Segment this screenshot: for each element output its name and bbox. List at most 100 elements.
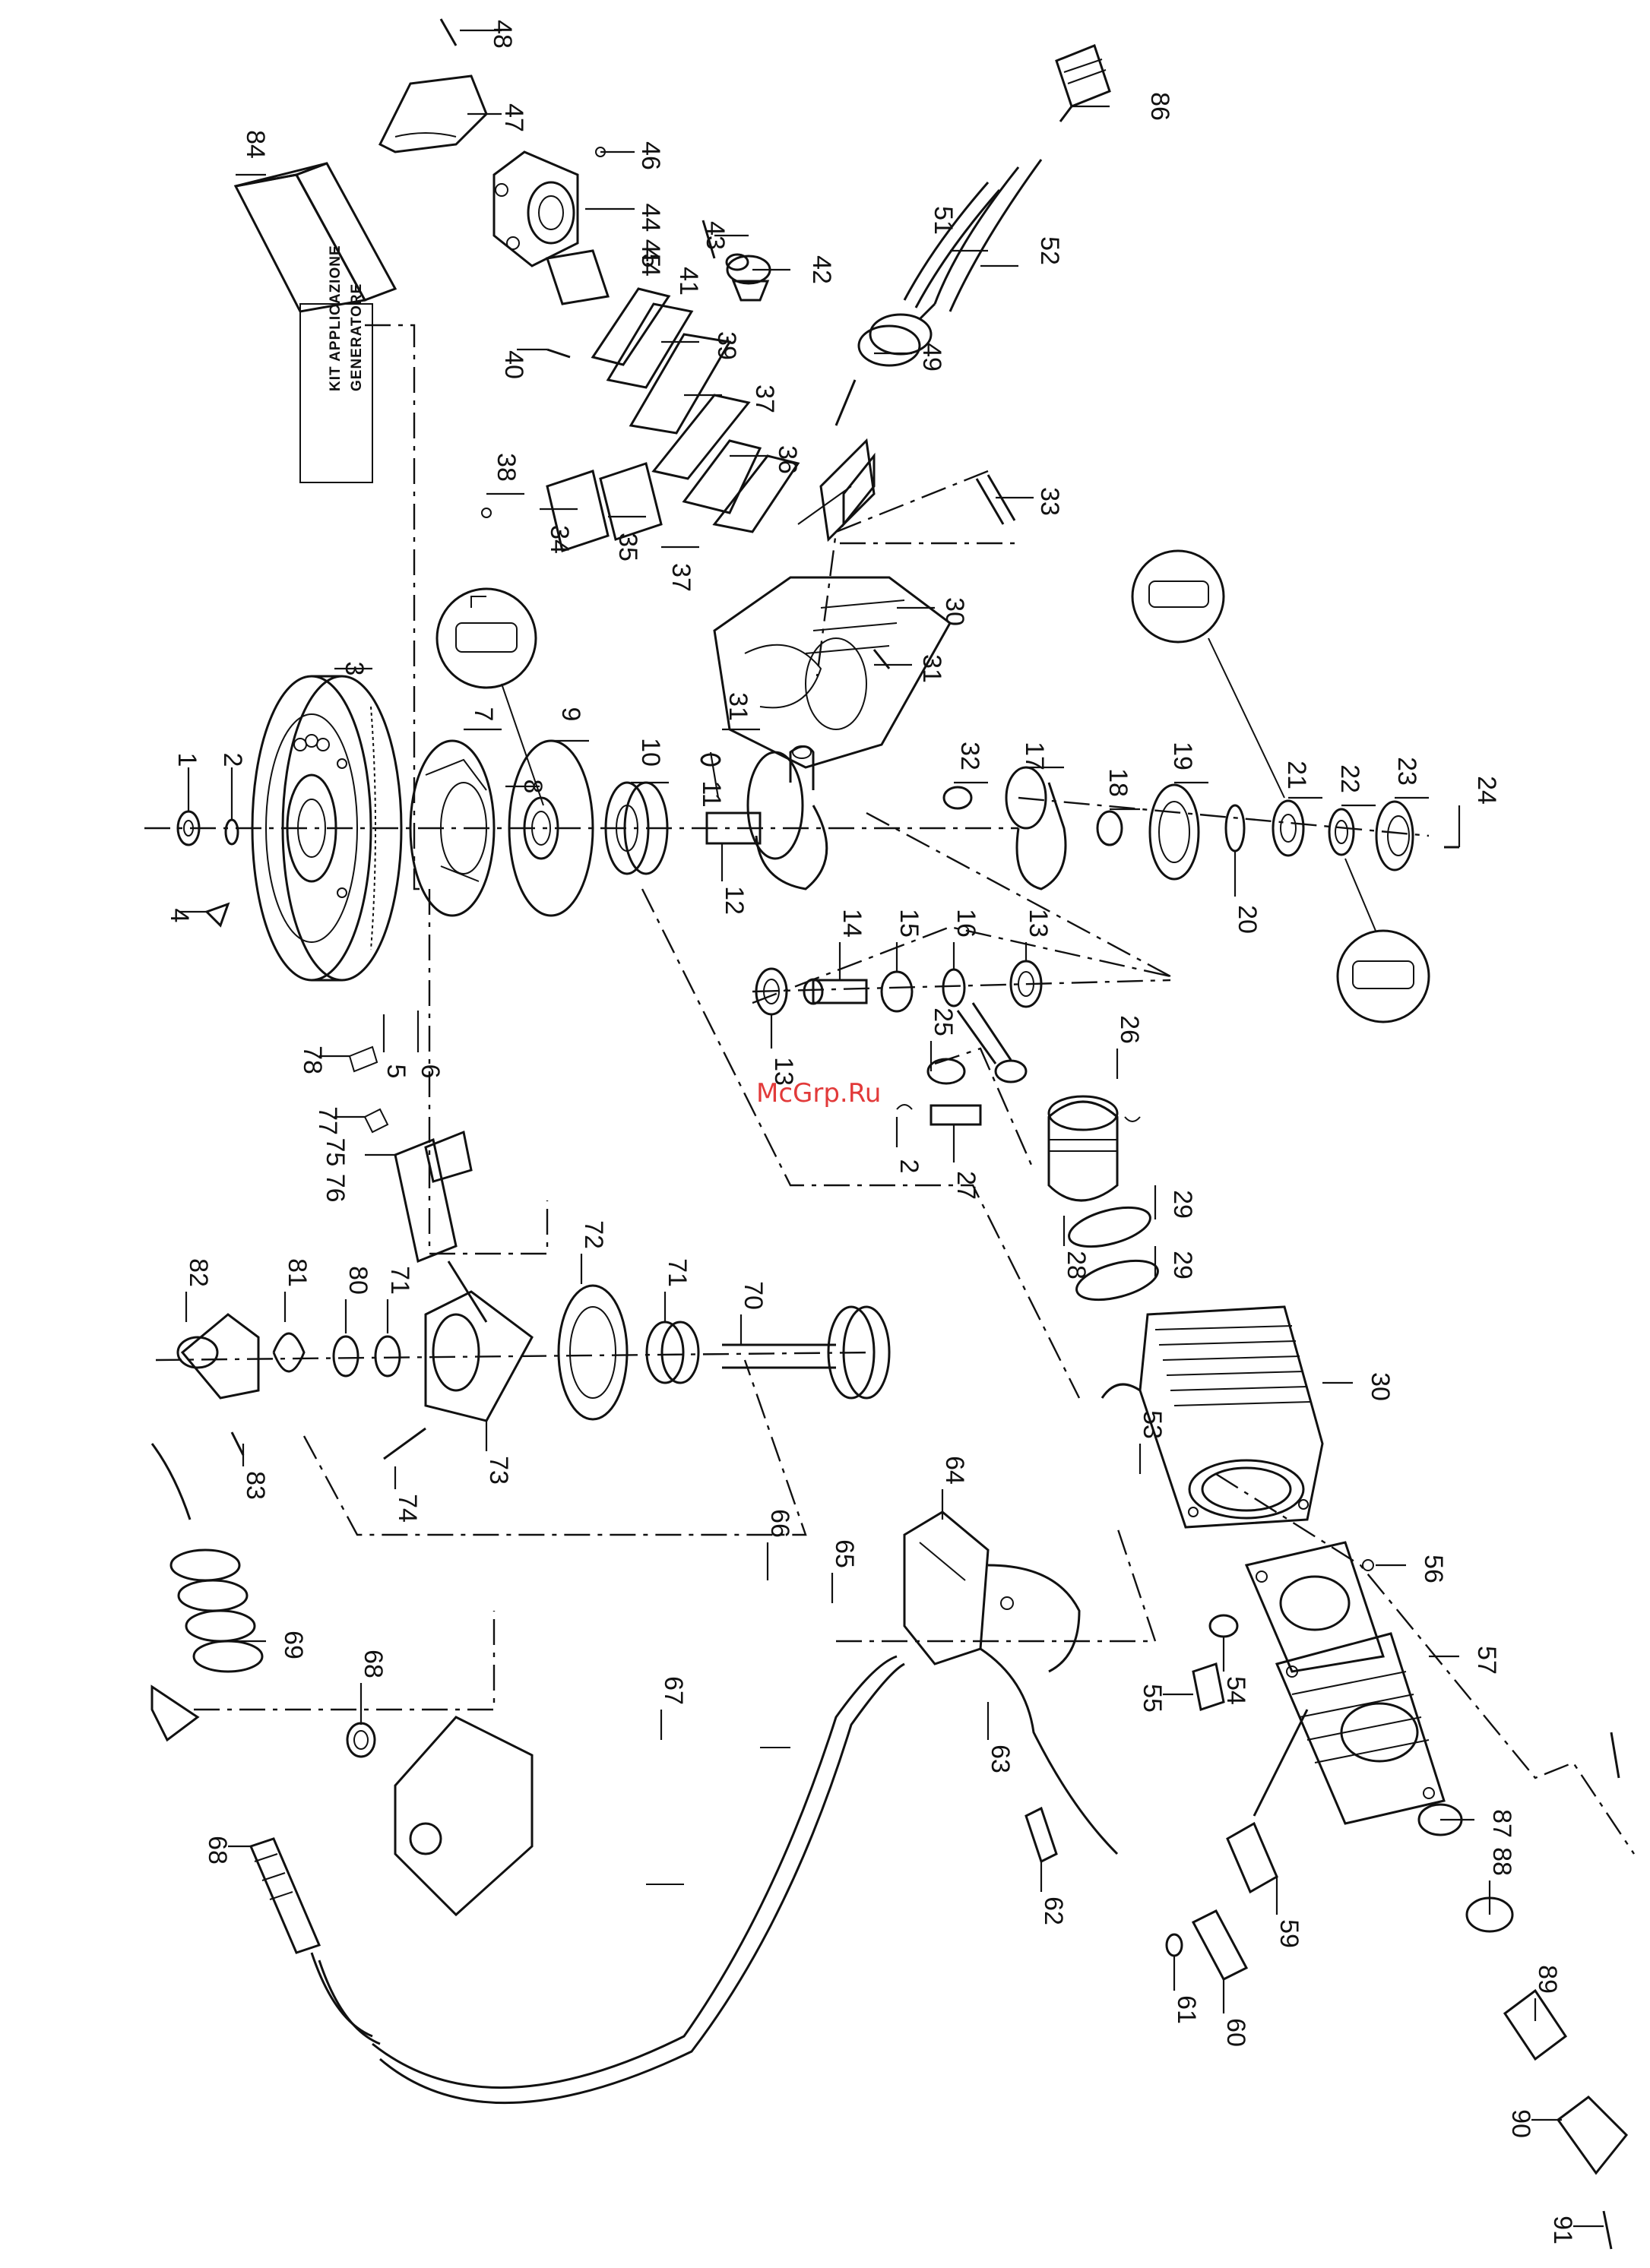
part-number-label: 23 <box>1392 757 1421 786</box>
warning-triangle-icon <box>204 902 230 928</box>
carburetor <box>492 150 610 305</box>
part-number-label: 6 <box>416 1064 445 1079</box>
part-number-label: 56 <box>1419 1555 1448 1583</box>
part-number-label: 35 <box>613 533 642 561</box>
part-number-label: 90 <box>1506 2109 1535 2138</box>
seal-detail-callout <box>435 587 544 806</box>
part-number-label: 47 <box>499 103 528 132</box>
control-cables <box>372 1655 905 2104</box>
flywheel <box>251 675 403 982</box>
spark-plug <box>1025 1709 1309 1981</box>
part-number-label: 12 <box>720 886 749 915</box>
part-number-label: 37 <box>667 563 695 592</box>
part-number-label: 65 <box>830 1539 859 1568</box>
part-number-label: 54 <box>1221 1676 1250 1705</box>
part-number-label: 64 <box>940 1456 969 1485</box>
part-number-label: 73 <box>484 1456 513 1485</box>
part-number-label: 31 <box>917 654 946 683</box>
cylinder-head <box>1275 1632 1446 1825</box>
part-number-label: 80 <box>344 1266 372 1295</box>
part-number-label: 36 <box>773 445 802 474</box>
part-number-label: 42 <box>807 255 836 284</box>
part-number-label: 17 <box>1020 742 1049 770</box>
engine-mount-plate <box>346 1716 534 1917</box>
part-number-label: 82 <box>184 1258 213 1287</box>
part-number-label: 5 <box>382 1064 410 1079</box>
part-number-label: 68 <box>203 1836 232 1865</box>
part-number-label: 53 <box>1138 1410 1167 1439</box>
crank-half-right <box>942 766 1459 890</box>
leader-lines <box>179 29 1604 2228</box>
piston <box>896 1095 1159 1302</box>
part-number-label: 8 <box>518 780 547 794</box>
part-number-label: 78 <box>298 1045 327 1074</box>
part-number-label: 77 <box>313 1106 342 1135</box>
part-number-label: 86 <box>1145 92 1174 121</box>
part-number-label: 10 <box>636 738 665 767</box>
part-number-label: 30 <box>1366 1372 1395 1401</box>
part-number-label: 24 <box>1472 776 1501 805</box>
ignition-module <box>903 1510 1119 1855</box>
part-number-label: 29 <box>1168 1190 1197 1219</box>
part-number-label: 75 76 <box>321 1137 350 1202</box>
part-number-label: 62 <box>1039 1896 1068 1925</box>
connecting-rod-group <box>755 960 1043 1085</box>
part-number-label: 7 <box>469 707 498 722</box>
part-number-label: 22 <box>1335 764 1364 793</box>
part-number-label: 71 <box>385 1266 414 1295</box>
kit-box-label-line2: GENERATORE <box>349 283 365 391</box>
spark-plug-cap-68 <box>249 1837 381 2045</box>
part-number-label: 19 <box>1168 742 1197 770</box>
part-number-label: 84 <box>241 130 270 159</box>
part-number-label: 70 <box>739 1281 768 1310</box>
stator-plate <box>409 739 496 917</box>
part-number-label: 74 <box>393 1494 422 1523</box>
part-number-label: 72 <box>579 1220 608 1249</box>
part-number-label: 34 <box>545 525 574 554</box>
part-number-label: 4 <box>165 909 194 923</box>
part-number-label: 57 <box>1472 1646 1501 1675</box>
watermark: McGrp.Ru <box>756 1078 881 1109</box>
part-number-label: 33 <box>1035 487 1064 516</box>
part-number-label: 13 <box>1024 909 1053 938</box>
part-number-label: 59 <box>1275 1919 1303 1948</box>
part-number-label: 1 <box>173 753 201 767</box>
reed-valve-stack <box>546 287 876 552</box>
part-number-labels: 48 47 84 46 86 44 45 43 42 44 41 51 52 4… <box>165 20 1577 2244</box>
part-number-label: 9 <box>556 707 585 722</box>
part-number-label: 28 <box>1062 1251 1091 1280</box>
part-number-label: 21 <box>1282 761 1311 789</box>
crankcase <box>713 576 952 769</box>
part-number-label: 67 <box>659 1676 688 1705</box>
part-number-label: 2 <box>218 753 247 767</box>
fuel-connector <box>1055 44 1111 122</box>
bearing-detail-callout-top <box>1131 549 1285 799</box>
recoil-starter <box>176 1284 891 1460</box>
part-number-label: 87 <box>1487 1809 1516 1838</box>
part-number-label: 13 <box>769 1057 798 1086</box>
axis-lines <box>144 324 1635 1855</box>
part-number-label: 43 <box>701 221 730 250</box>
kit-box-label-line1: KIT APPLICAZIONE <box>328 245 344 391</box>
head-bolt-55 <box>1192 1662 1225 1711</box>
part-number-label: 91 <box>1548 2216 1577 2244</box>
part-number-label: 61 <box>1172 1995 1201 2024</box>
part-number-label: 25 <box>929 1007 958 1036</box>
fuel-pump-cap <box>725 253 771 302</box>
part-number-label: 60 <box>1221 2018 1250 2047</box>
part-number-label: 20 <box>1233 905 1262 934</box>
part-number-label: 63 <box>986 1744 1015 1773</box>
part-number-label: 14 <box>838 909 866 938</box>
part-number-label: 16 <box>952 909 980 938</box>
thermostat-housing <box>1417 1732 1629 2250</box>
part-number-label: 83 <box>241 1471 270 1500</box>
starter-handle <box>348 1045 488 1323</box>
part-number-label: 51 <box>929 206 958 235</box>
part-number-label: 46 <box>636 141 665 170</box>
part-number-label: 49 <box>917 343 946 372</box>
fuel-hoses <box>903 159 1043 312</box>
part-number-label: 71 <box>663 1258 692 1287</box>
part-number-label: 88 <box>1487 1847 1516 1876</box>
part-number-label: 66 <box>765 1509 794 1538</box>
